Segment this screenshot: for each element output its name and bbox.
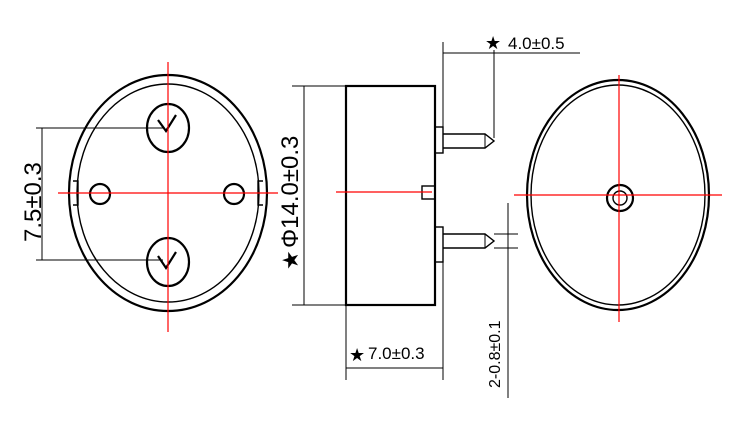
terminal-spacing-label: 7.5±0.3 — [20, 162, 47, 242]
bottom-view: 7.5±0.3 — [20, 62, 278, 332]
sound-hole-inner — [612, 190, 628, 206]
pin-diameter-label: 2-0.8±0.1 — [487, 320, 504, 388]
diameter-star: ★ — [279, 250, 304, 270]
top-view — [514, 75, 722, 322]
diameter-label: Φ14.0±0.3 — [277, 136, 304, 248]
lower-pin-shoulder — [434, 226, 444, 263]
body-height-star: ★ — [349, 345, 365, 366]
left-hole — [88, 182, 112, 206]
upper-pin — [443, 133, 496, 149]
right-hole — [222, 182, 246, 206]
sound-hole-outer — [605, 183, 635, 213]
pin-length-star: ★ — [485, 33, 501, 54]
body-height-label: 7.0±0.3 — [368, 344, 425, 363]
lower-pin — [443, 233, 496, 249]
top-solder-mark — [157, 114, 177, 133]
upper-pin-shoulder — [434, 126, 444, 154]
pin-length-label: 4.0±0.5 — [508, 34, 565, 53]
side-view: ★ Φ14.0±0.3 ★ 4.0±0.5 ★ 7.0±0.3 2-0.8±0.… — [277, 33, 580, 398]
